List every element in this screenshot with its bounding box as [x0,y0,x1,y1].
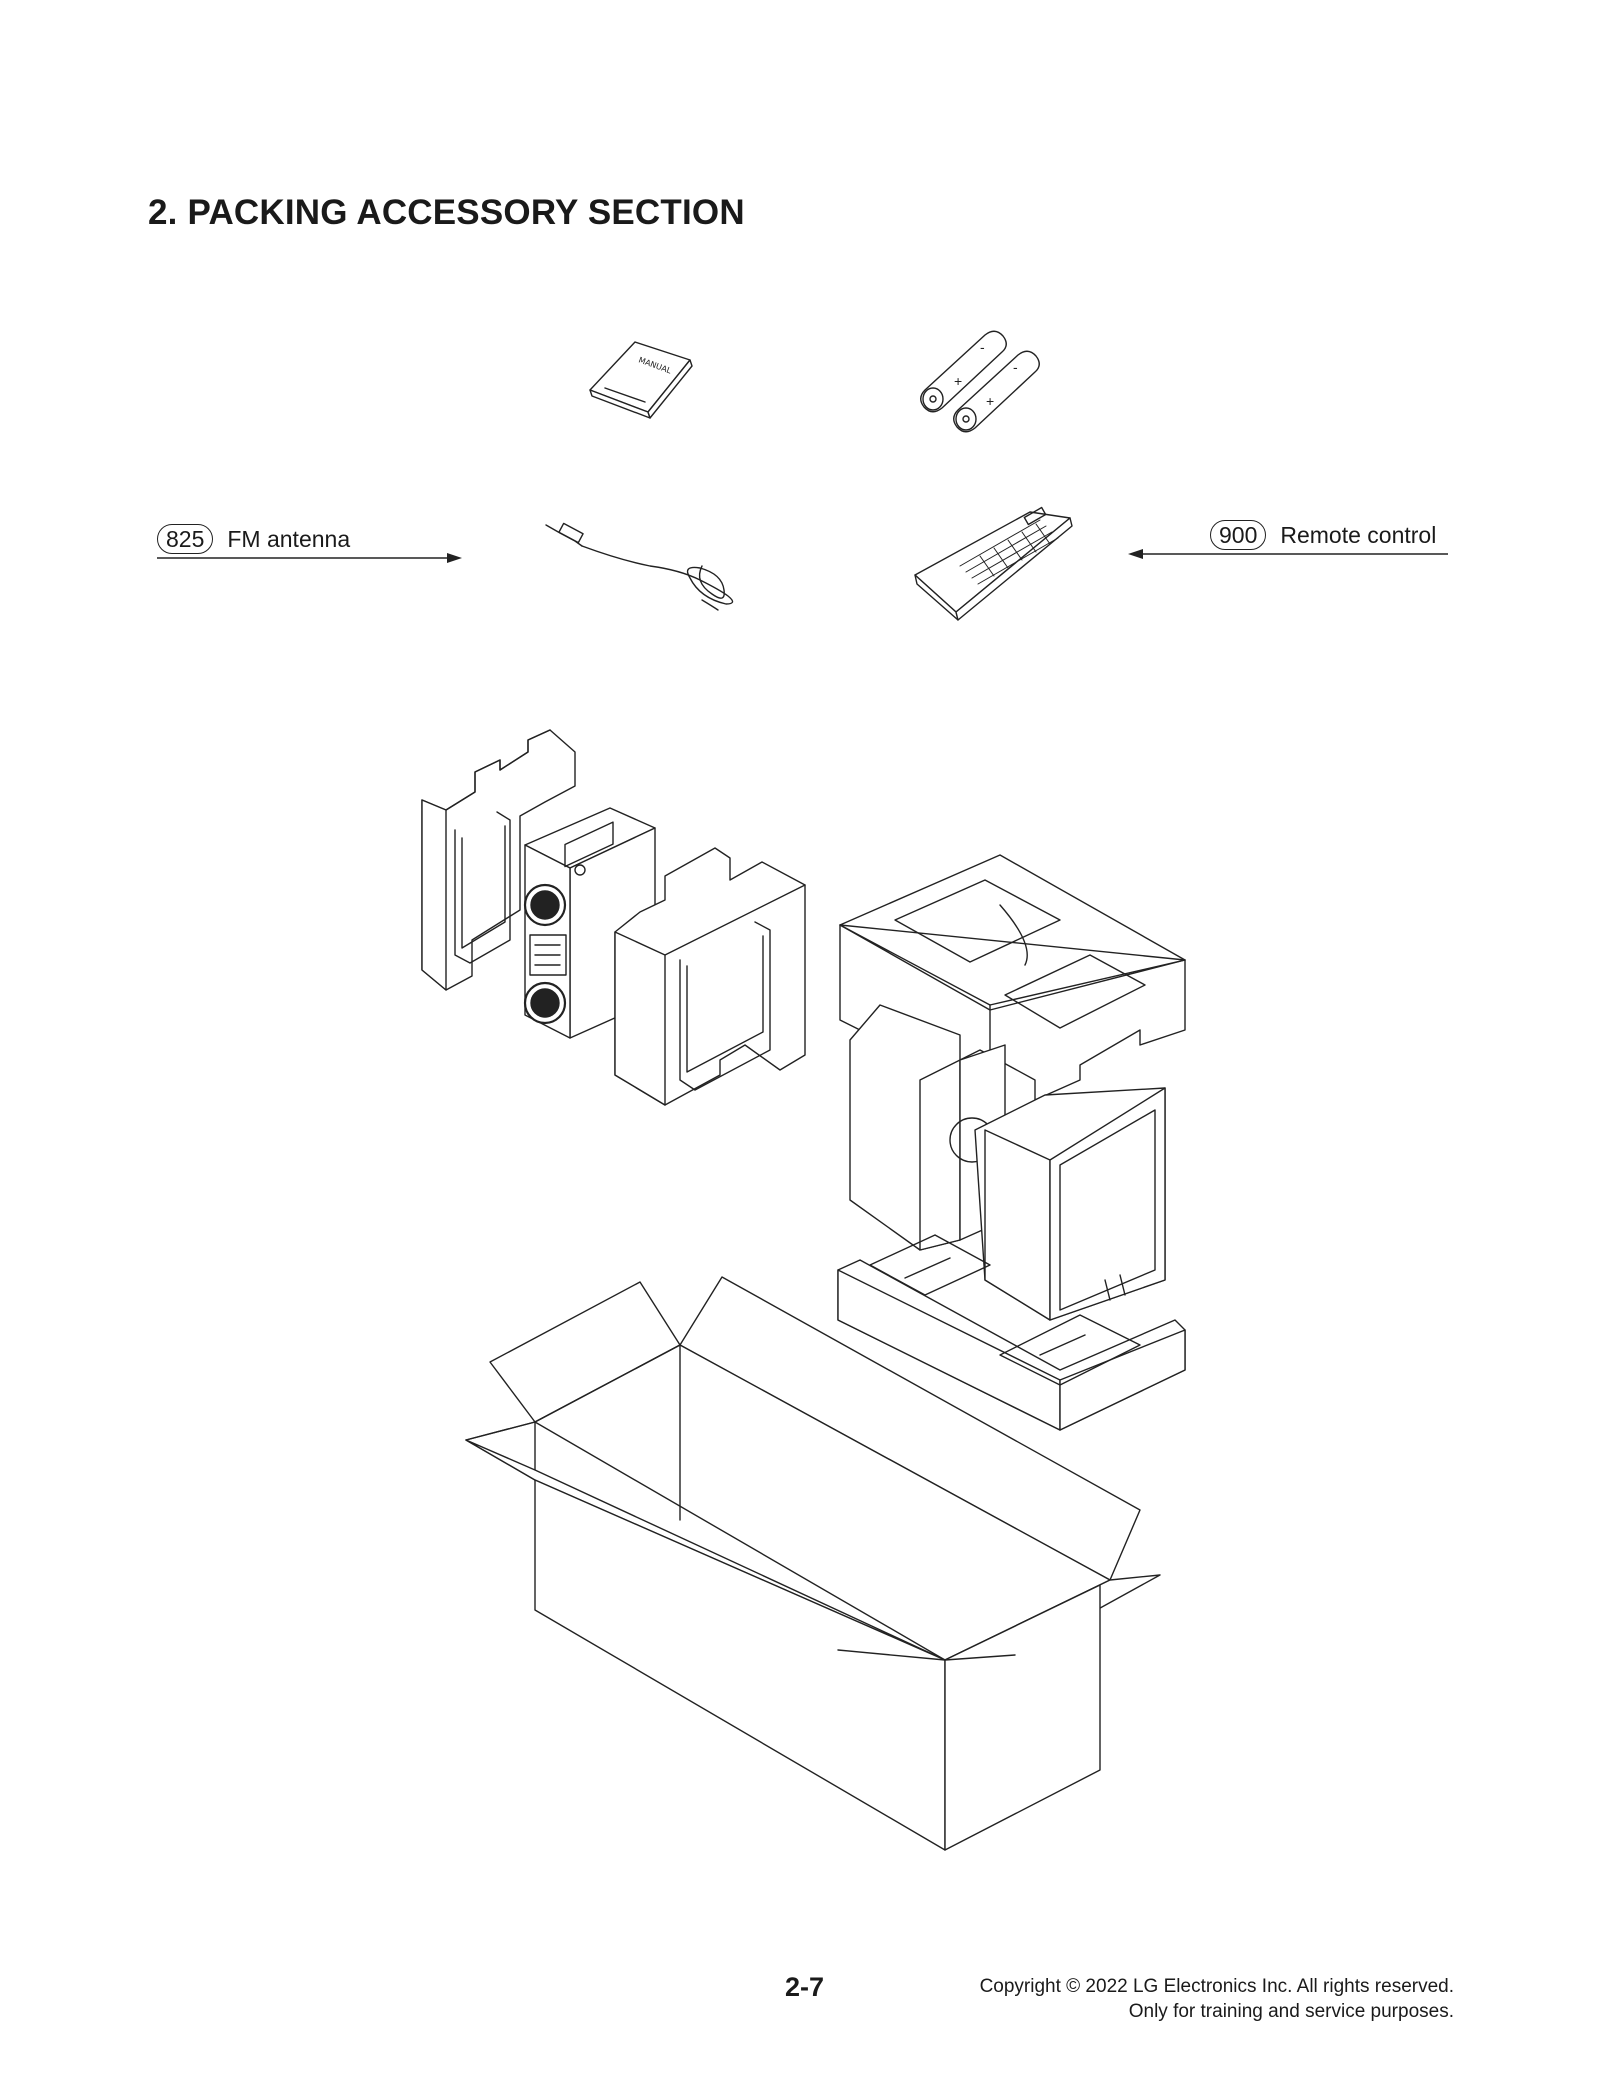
copyright-line-2: Only for training and service purposes. [1128,2001,1454,2022]
callout-number: 900 [1210,520,1267,550]
page-title: 2. PACKING ACCESSORY SECTION [148,193,745,232]
fm-antenna-icon [546,523,733,610]
callout-fm-antenna: 825 FM antenna [157,524,350,554]
speakers-icon [850,1005,1165,1320]
callout-remote-control: 900 Remote control [1210,520,1436,550]
fm-antenna-leader-arrow [157,553,462,563]
svg-text:-: - [980,339,985,355]
manual-booklet-icon: MANUAL [590,342,692,418]
callout-label: Remote control [1280,521,1437,548]
callout-number: 825 [157,524,214,554]
left-foam-pad-icon [422,730,575,990]
callout-label: FM antenna [227,525,351,552]
copyright-notice: Copyright © 2022 LG Electronics Inc. All… [980,1974,1454,2024]
right-foam-pad-icon [615,848,805,1105]
svg-text:+: + [954,373,962,389]
remote-control-leader-arrow [1128,549,1448,559]
page-number: 2-7 [785,1972,825,2002]
remote-control-icon [915,508,1072,620]
batteries-icon: + + - - [921,331,1040,432]
copyright-line-1: Copyright © 2022 LG Electronics Inc. All… [979,1976,1454,1997]
carton-box-icon [466,1277,1160,1850]
speaker-bottom-foam-icon [838,1235,1185,1430]
svg-text:+: + [986,393,994,409]
svg-text:-: - [1013,359,1018,375]
